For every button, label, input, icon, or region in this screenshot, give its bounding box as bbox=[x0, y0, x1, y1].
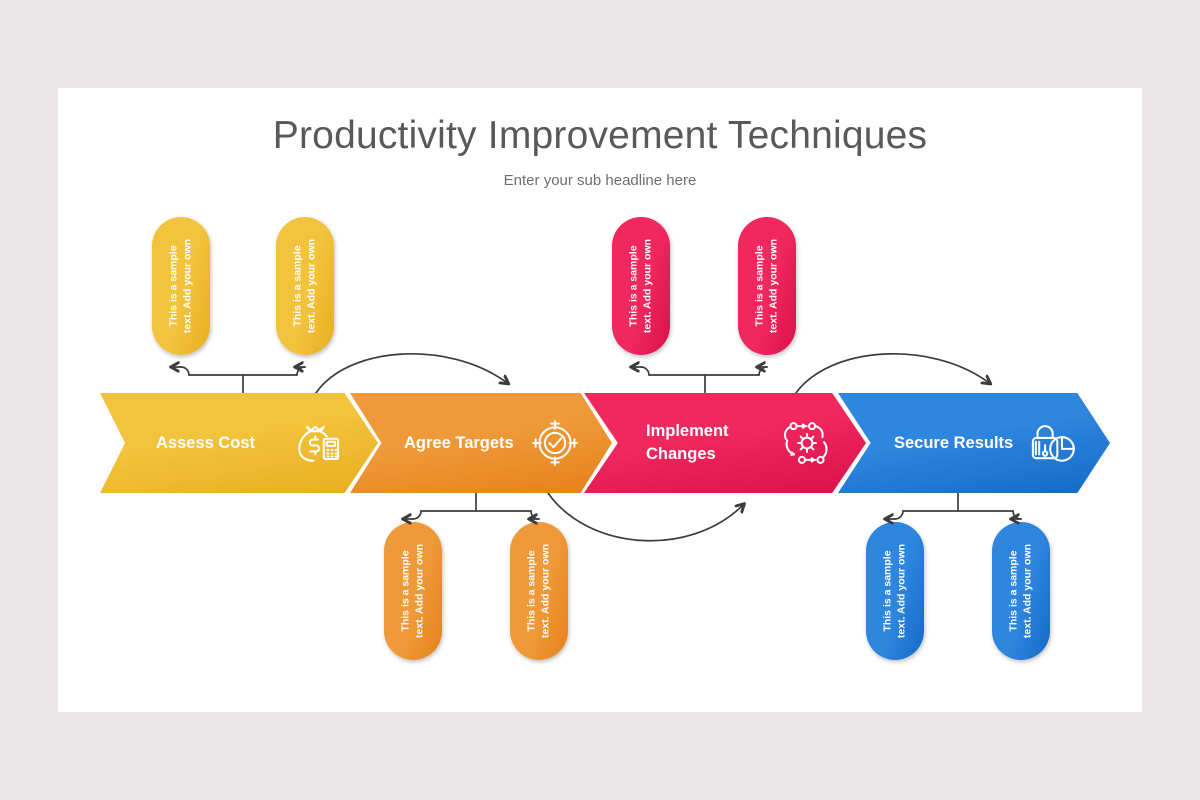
process-chevron-band: Assess Cost Agree Targets bbox=[100, 393, 1110, 493]
chevron-step-implement-changes[interactable]: Implement Changes bbox=[584, 393, 866, 493]
flow-arrow-3 bbox=[795, 353, 988, 394]
note-pill-text: This is a sample text. Add your own bbox=[753, 238, 780, 334]
note-pill-assess-cost-2[interactable]: This is a sample text. Add your own bbox=[276, 217, 334, 355]
chevron-label: Assess Cost bbox=[156, 434, 256, 452]
note-pill-assess-cost-1[interactable]: This is a sample text. Add your own bbox=[152, 217, 210, 355]
note-pill-text: This is a sample text. Add your own bbox=[1007, 543, 1034, 639]
flow-arrow-2 bbox=[547, 492, 742, 542]
note-pill-text: This is a sample text. Add your own bbox=[627, 238, 654, 334]
note-pill-text: This is a sample text. Add your own bbox=[291, 238, 318, 334]
flow-arrow-1 bbox=[315, 353, 506, 394]
chevron-label: Secure Results bbox=[894, 434, 1014, 452]
bracket-agree-targets bbox=[406, 492, 540, 519]
note-pill-secure-results-1[interactable]: This is a sample text. Add your own bbox=[866, 522, 924, 660]
note-pill-agree-targets-1[interactable]: This is a sample text. Add your own bbox=[384, 522, 442, 660]
chevron-step-assess-cost[interactable]: Assess Cost bbox=[100, 393, 378, 493]
note-pill-implement-changes-2[interactable]: This is a sample text. Add your own bbox=[738, 217, 796, 355]
note-pill-text: This is a sample text. Add your own bbox=[525, 543, 552, 639]
gear-workflow-icon bbox=[780, 416, 834, 470]
page-title: Productivity Improvement Techniques bbox=[272, 114, 928, 157]
note-pill-text: This is a sample text. Add your own bbox=[881, 543, 908, 639]
note-pill-secure-results-2[interactable]: This is a sample text. Add your own bbox=[992, 522, 1050, 660]
note-pill-text: This is a sample text. Add your own bbox=[167, 238, 194, 334]
note-pill-text: This is a sample text. Add your own bbox=[399, 543, 426, 639]
bracket-implement-changes bbox=[634, 367, 768, 394]
bracket-secure-results bbox=[888, 492, 1022, 519]
chevron-label: Agree Targets bbox=[404, 434, 514, 452]
note-pill-implement-changes-1[interactable]: This is a sample text. Add your own bbox=[612, 217, 670, 355]
note-pill-agree-targets-2[interactable]: This is a sample text. Add your own bbox=[510, 522, 568, 660]
page-subtitle: Enter your sub headline here bbox=[503, 172, 697, 189]
money-bag-calculator-icon bbox=[290, 416, 344, 470]
bracket-assess-cost bbox=[174, 367, 306, 394]
chevron-label: Implement Changes bbox=[646, 422, 729, 463]
target-check-icon bbox=[528, 416, 582, 470]
slide-card: Productivity Improvement Techniques Ente… bbox=[58, 88, 1142, 712]
lock-piechart-icon bbox=[1024, 416, 1078, 470]
chevron-step-agree-targets[interactable]: Agree Targets bbox=[350, 393, 612, 493]
chevron-step-secure-results[interactable]: Secure Results bbox=[838, 393, 1110, 493]
